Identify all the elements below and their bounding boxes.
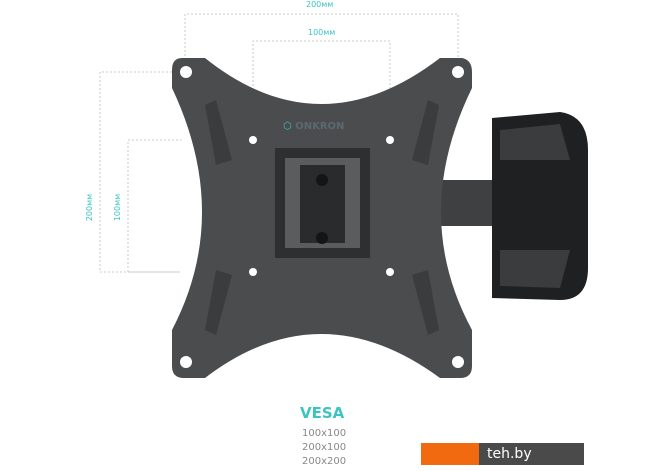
height-inner-label: 100мм	[113, 193, 123, 222]
vesa-size: 200x200	[302, 456, 347, 467]
vesa-size: 200x100	[302, 442, 347, 453]
height-outer-label: 200мм	[85, 193, 95, 222]
brand-logo: ⬡ ONKRON	[283, 121, 345, 132]
watermark-badge: teh.by	[421, 443, 584, 465]
width-outer-label: 200мм	[306, 0, 334, 9]
plate-ribs	[205, 100, 439, 335]
watermark-orange-block	[421, 443, 479, 465]
watermark-text: teh.by	[479, 443, 584, 465]
logo-icon: ⬡	[283, 121, 292, 132]
vesa-title: VESA	[300, 404, 345, 422]
width-inner-label: 100мм	[308, 28, 336, 37]
swing-arm	[380, 112, 588, 300]
center-bracket	[275, 148, 370, 258]
vesa-size: 100x100	[302, 428, 347, 439]
mounting-holes	[180, 66, 464, 368]
